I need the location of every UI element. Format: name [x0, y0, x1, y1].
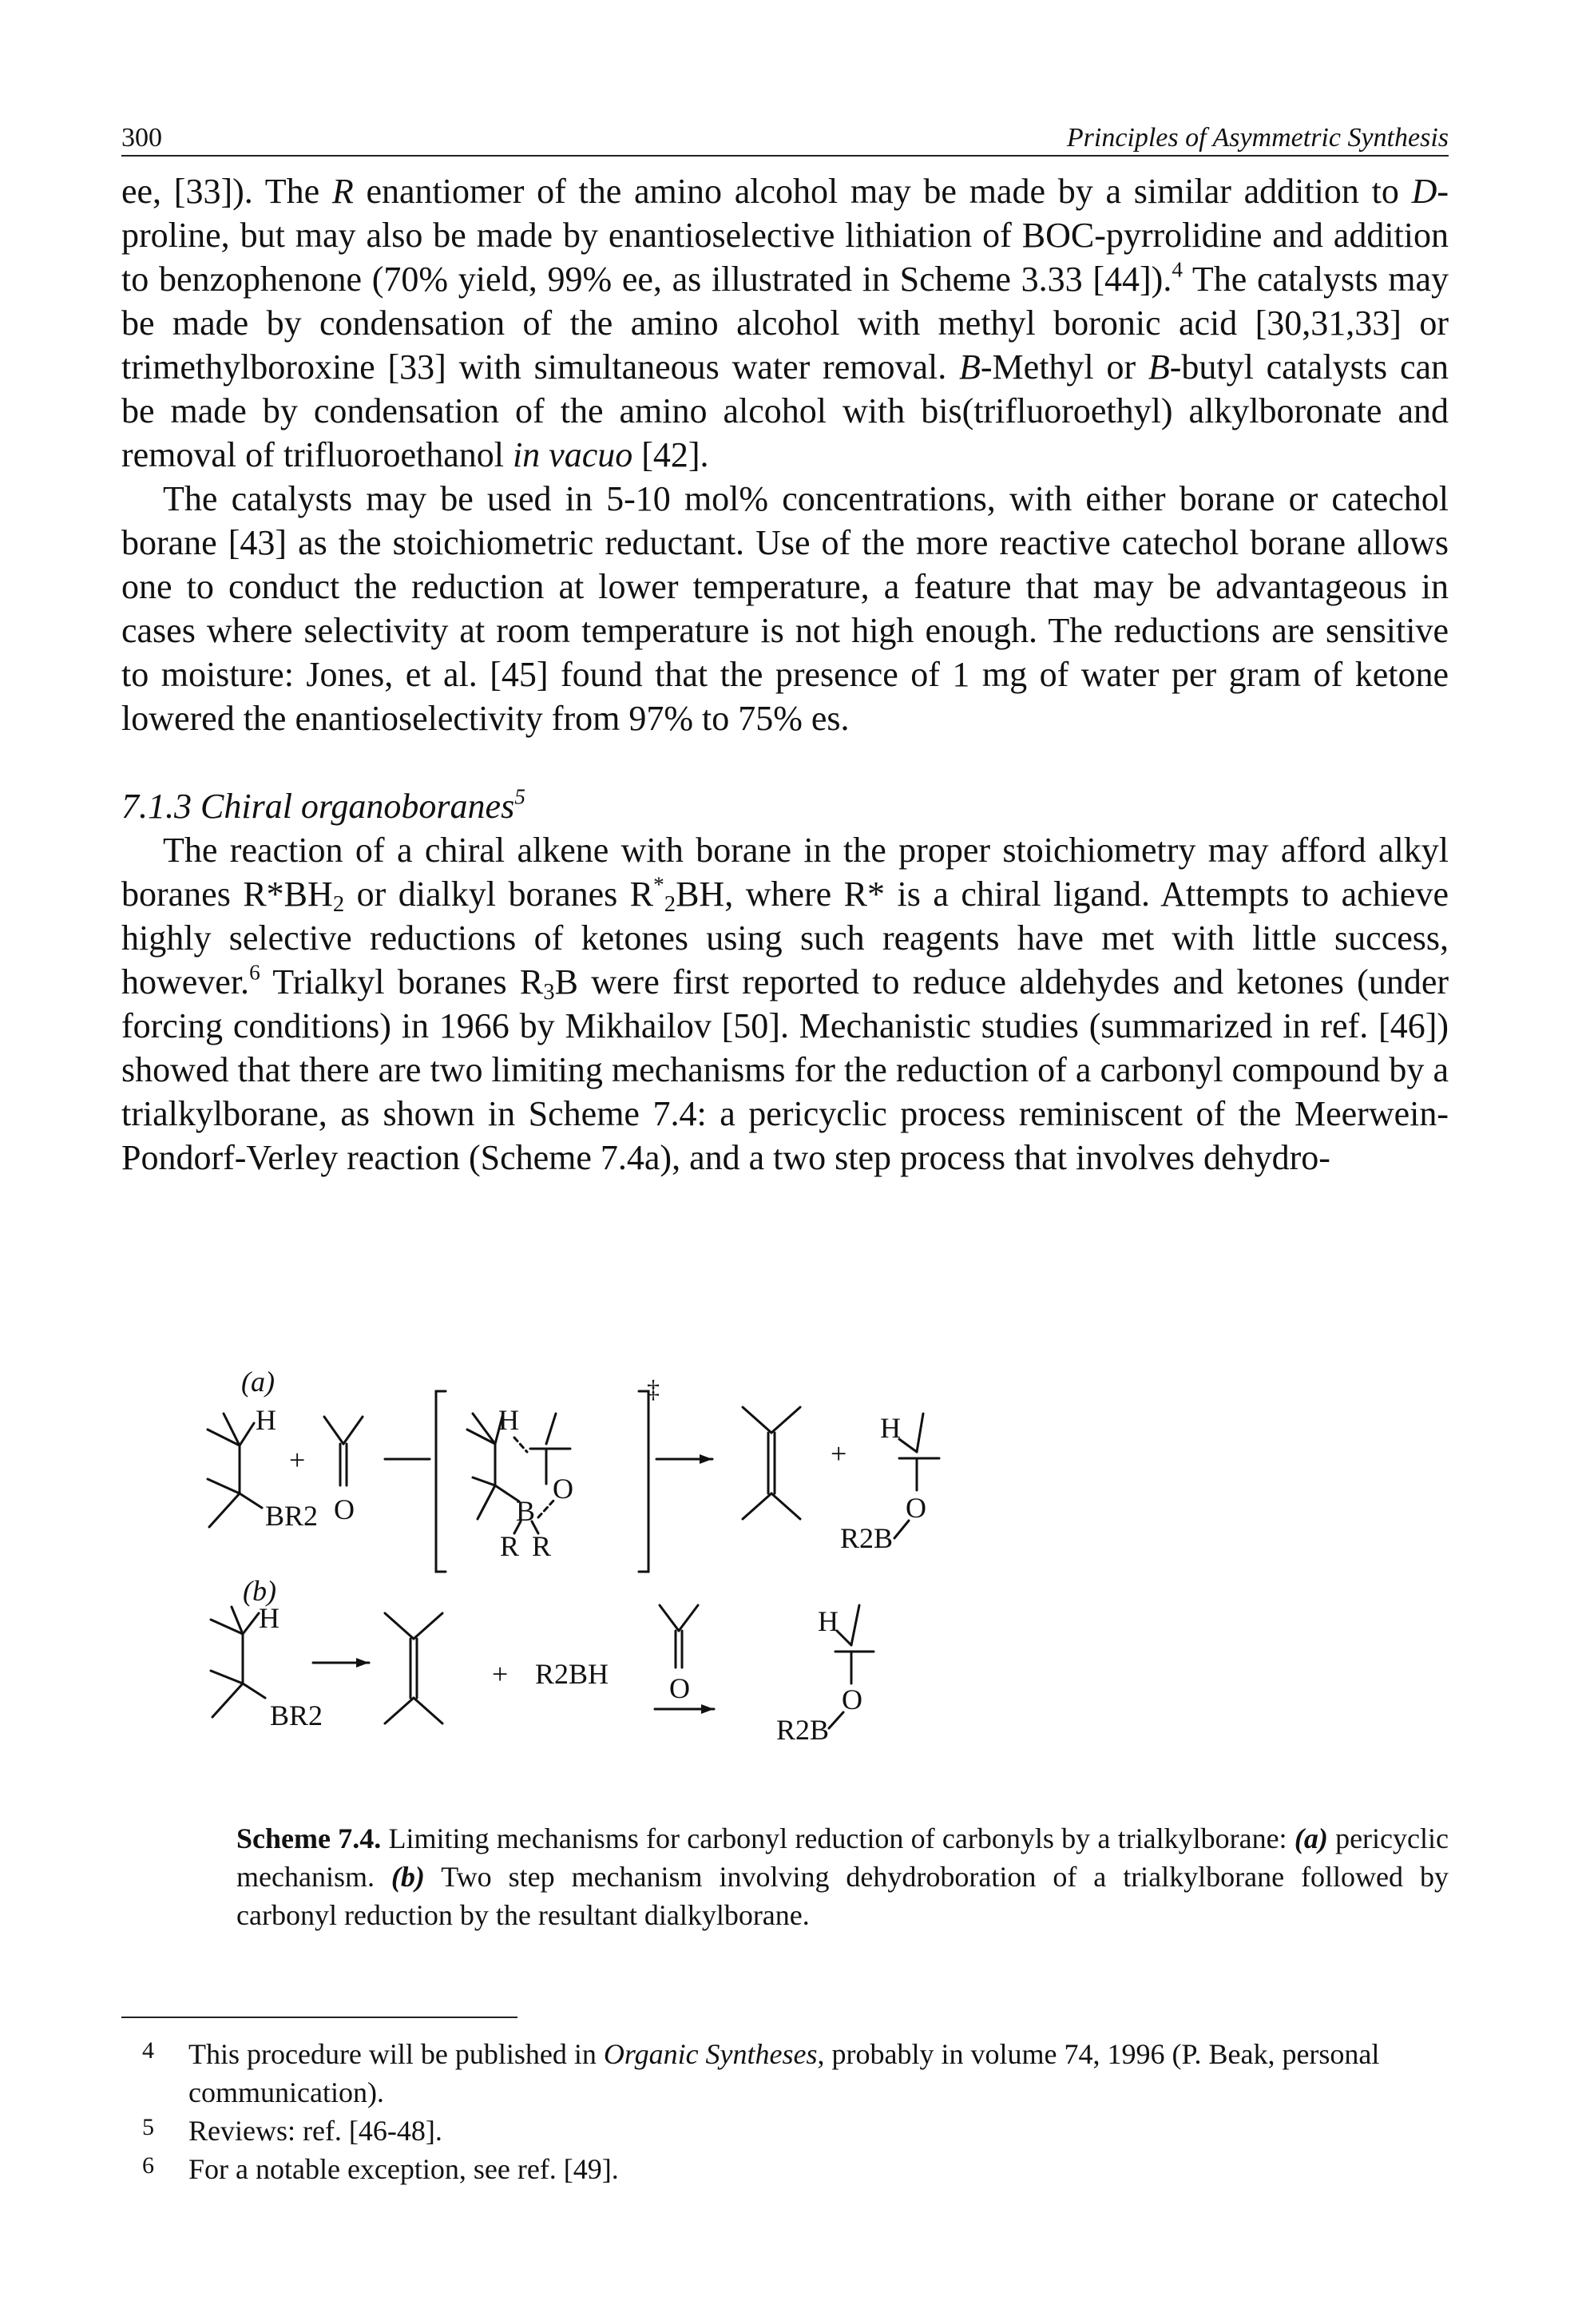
scheme-figure: (a) H + BR2 O ‡ H O B R R + H O R2B (b) …	[176, 1350, 1453, 1813]
text-run: Trialkyl boranes R	[260, 962, 544, 1001]
italic-d: D	[1411, 172, 1437, 211]
atom-h: H	[259, 1602, 280, 1634]
text-run: -proline, but may also be made by enanti…	[121, 172, 1449, 299]
italic-r: R	[331, 172, 354, 211]
atom-o: O	[842, 1684, 862, 1715]
atom-h: H	[498, 1404, 519, 1436]
ts-double-dagger: ‡	[647, 1374, 660, 1403]
borinate-structure-b	[827, 1604, 875, 1730]
atom-o: O	[669, 1672, 690, 1704]
text-run: B were first reported to reduce aldehyde…	[121, 962, 1449, 1177]
caption-label: Scheme 7.4.	[236, 1822, 382, 1854]
footnote-text: For a notable exception, see ref. [49].	[188, 2153, 619, 2185]
text-run: The reaction of a chiral alkene with bor…	[121, 831, 1449, 914]
ts-bracket-right	[637, 1390, 650, 1573]
arrow-b1-head	[356, 1658, 369, 1668]
footnote-number: 6	[142, 2152, 154, 2179]
subscript: 2	[664, 892, 676, 918]
paragraph-3: The reaction of a chiral alkene with bor…	[121, 828, 1449, 1180]
plus-sign: +	[289, 1444, 305, 1476]
footnote-ref-5: 5	[514, 784, 525, 809]
paragraph-2: The catalysts may be used in 5-10 mol% c…	[121, 479, 1449, 738]
footnote-journal: Organic Syntheses	[603, 2038, 818, 2070]
trialkylborane-structure-b	[209, 1605, 267, 1719]
footnote-text: , probably in volume 74, 1996 (P. Beak, …	[188, 2038, 1380, 2108]
scheme-label-b: (b)	[243, 1575, 276, 1607]
atom-h: H	[818, 1605, 839, 1637]
plus-sign: +	[492, 1658, 508, 1690]
section-heading-text: 7.1.3 Chiral organoboranes	[121, 787, 515, 826]
arrow-b2-head	[701, 1704, 714, 1714]
caption-text: pericyclic mechanism.	[236, 1822, 1449, 1893]
group-r2bh: R2BH	[535, 1658, 609, 1690]
group-r2b: R2B	[776, 1714, 829, 1746]
subscript: 2	[332, 892, 345, 918]
footnote-6: 6 For a notable exception, see ref. [49]…	[121, 2150, 1449, 2188]
footnote-text: Reviews: ref. [46-48].	[188, 2115, 442, 2147]
caption-text: Two step mechanism involving dehydrobora…	[236, 1861, 1449, 1931]
alkene-structure-b	[383, 1612, 444, 1725]
running-header: 300 Principles of Asymmetric Synthesis	[121, 118, 1449, 157]
atom-h: H	[256, 1404, 276, 1436]
plus-sign: +	[831, 1438, 847, 1469]
footnote-text: This procedure will be published in	[188, 2038, 604, 2070]
text-run: [42].	[632, 435, 709, 474]
atom-o: O	[906, 1492, 926, 1524]
text-run: BH, where R* is a chiral ligand. Attempt…	[121, 874, 1449, 1001]
footnote-ref-4: 4	[1172, 257, 1183, 282]
trialkylborane-structure-a	[206, 1412, 264, 1529]
subscript: 3	[543, 980, 555, 1005]
text-run: or dialkyl boranes R	[344, 874, 654, 914]
atom-h: H	[880, 1412, 901, 1444]
text-run: enantiomer of the amino alcohol may be m…	[353, 172, 1412, 211]
footnote-number: 4	[142, 2037, 154, 2064]
group-br2: BR2	[265, 1500, 318, 1532]
paragraph-1: ee, [33]). The R enantiomer of the amino…	[121, 169, 1449, 477]
transition-state-structure	[466, 1412, 572, 1535]
group-br2: BR2	[270, 1699, 323, 1731]
footnote-divider	[121, 2017, 517, 2018]
running-title: Principles of Asymmetric Synthesis	[1066, 123, 1449, 153]
footnote-number: 5	[142, 2114, 154, 2140]
atom-o: O	[334, 1493, 355, 1525]
footnote-4: 4 This procedure will be published in Or…	[121, 2035, 1449, 2112]
alkene-structure-a	[741, 1406, 802, 1521]
body-text: ee, [33]). The R enantiomer of the amino…	[121, 169, 1449, 1180]
scheme-label-a: (a)	[241, 1366, 275, 1398]
borinate-structure-a	[893, 1412, 941, 1540]
italic-b: B	[959, 347, 981, 387]
caption-tag-b: (b)	[391, 1861, 425, 1893]
acetone-structure-a	[323, 1415, 364, 1487]
atom-r: R	[532, 1530, 551, 1562]
acetone-structure-b	[658, 1604, 700, 1669]
section-spacer	[121, 740, 1449, 784]
italic-b: B	[1148, 347, 1170, 387]
section-heading: 7.1.3 Chiral organoboranes5	[121, 784, 1449, 828]
arrow-a2-head	[700, 1454, 712, 1464]
footnotes: 4 This procedure will be published in Or…	[121, 2035, 1449, 2188]
caption-tag-a: (a)	[1294, 1822, 1328, 1854]
text-run: The catalysts may be made by condensatio…	[121, 260, 1449, 387]
page-number: 300	[121, 123, 162, 153]
group-r2b: R2B	[840, 1522, 893, 1554]
atom-o: O	[553, 1473, 573, 1505]
footnote-5: 5 Reviews: ref. [46-48].	[121, 2112, 1449, 2150]
superscript-star: *	[653, 872, 664, 897]
footnote-ref-6: 6	[249, 960, 260, 985]
italic-in-vacuo: in vacuo	[512, 435, 633, 474]
caption-text: Limiting mechanisms for carbonyl reducti…	[381, 1822, 1295, 1854]
atom-r: R	[500, 1530, 519, 1562]
scheme-caption: Scheme 7.4. Limiting mechanisms for carb…	[236, 1819, 1449, 1934]
ts-bracket-left	[434, 1390, 447, 1573]
text-run: -Methyl or	[980, 347, 1148, 387]
text-run: ee, [33]). The	[121, 172, 332, 211]
text-run: -butyl catalysts can be made by condensa…	[121, 347, 1449, 474]
scheme-drawing: (a) H + BR2 O ‡ H O B R R + H O R2B (b) …	[206, 1366, 941, 1746]
atom-b: B	[516, 1495, 535, 1527]
